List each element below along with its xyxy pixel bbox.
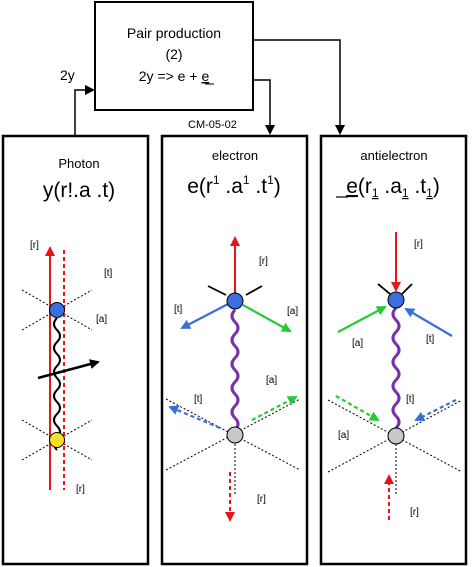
electron-bottom-cross-line <box>165 398 301 471</box>
antielectron-label-a-mid: [a] <box>338 430 349 441</box>
photon-bottom-node <box>49 432 65 448</box>
pair-production-box <box>94 1 254 111</box>
electron-formula: e(r1 .a1 .t1) <box>187 173 281 198</box>
photon-label-a: [a] <box>96 314 107 325</box>
antielectron-label-t-mid: [t] <box>406 394 415 405</box>
antielectron-label-r-top: [r] <box>414 239 423 250</box>
electron-output-arrow <box>253 79 275 135</box>
antielectron-bottom-node <box>387 427 405 445</box>
antielectron-top-node <box>387 291 405 309</box>
antielectron-output-arrow <box>253 39 345 135</box>
pair-production-title: Pair production <box>127 25 221 41</box>
antielectron-green-arrow <box>337 306 387 333</box>
electron-panel <box>160 134 309 566</box>
antielectron-label-a-top: [a] <box>352 338 363 349</box>
electron-label-r-top: [r] <box>259 256 268 267</box>
electron-bottom-cross-line <box>165 398 301 471</box>
electron-label-t-top: [t] <box>174 304 183 315</box>
pair-production-equation: 2y => e + e <box>139 68 210 84</box>
pair-production-number: (2) <box>165 46 182 62</box>
electron-label-t-mid: [t] <box>194 394 203 405</box>
antielectron-blue-dashed-arrow <box>414 399 457 421</box>
electron-top-node <box>226 292 244 310</box>
electron-top-stub <box>207 285 227 296</box>
electron-label-a-top: [a] <box>287 306 298 317</box>
electron-label-r-bottom: [r] <box>257 494 266 505</box>
photon-wave-line <box>53 317 61 451</box>
electron-top-stub <box>245 285 263 296</box>
photon-top-node <box>49 302 65 318</box>
antielectron-label-t-top: [t] <box>426 334 435 345</box>
photon-label-t: [t] <box>104 268 113 279</box>
antielectron-green-dashed-arrow <box>335 395 380 421</box>
figure-code: CM-05-02 <box>188 119 237 131</box>
photon-direction-arrow <box>37 359 100 380</box>
antielectron-purple-wave <box>391 306 401 442</box>
antielectron-title: antielectron <box>360 148 427 163</box>
antielectron-blue-arrow <box>404 307 453 337</box>
electron-green-arrow <box>242 304 292 332</box>
electron-blue-dashed-arrow <box>168 405 221 430</box>
electron-title: electron <box>212 148 258 163</box>
antielectron-top-stub <box>401 283 413 295</box>
antielectron-panel <box>319 134 468 566</box>
antielectron-formula: e(r1 .a1 .t1) <box>346 175 440 200</box>
photon-label-r-top: [r] <box>30 240 39 251</box>
photon-input-arrow <box>74 85 95 136</box>
antielectron-top-stub <box>377 283 391 295</box>
input-label: 2y <box>60 67 75 83</box>
electron-bottom-node <box>226 426 244 444</box>
photon-panel <box>1 134 150 566</box>
electron-label-a-mid: [a] <box>266 375 277 386</box>
antielectron-label-r-bottom: [r] <box>410 507 419 518</box>
electron-green-dashed-arrow <box>251 396 298 421</box>
photon-title: Photon <box>58 156 99 171</box>
photon-label-r-bottom: [r] <box>76 484 85 495</box>
photon-formula: y(r!.a .t) <box>43 179 115 202</box>
electron-blue-arrow <box>180 302 231 329</box>
electron-purple-wave <box>230 308 240 432</box>
